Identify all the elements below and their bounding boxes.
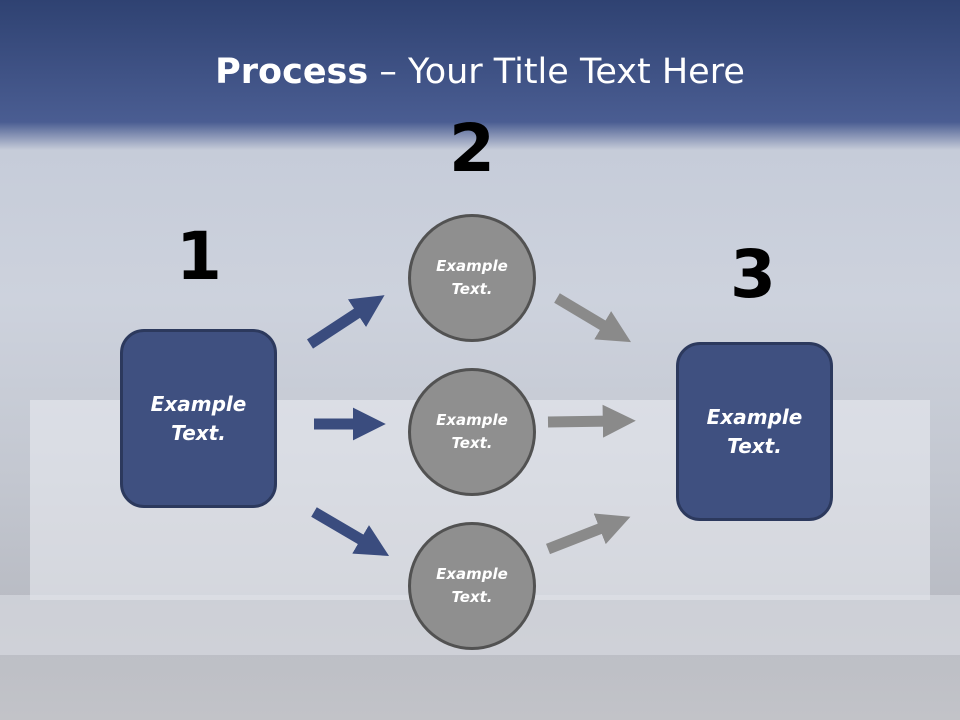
step-box-1: Example Text. bbox=[120, 329, 277, 508]
step-number-3: 3 bbox=[730, 236, 776, 313]
step-number-2: 2 bbox=[449, 110, 495, 187]
circle-top: Example Text. bbox=[408, 214, 536, 342]
arrow-up-right-icon bbox=[306, 295, 385, 349]
circle-middle: Example Text. bbox=[408, 368, 536, 496]
arrow-up-right-gray-icon bbox=[545, 513, 631, 555]
slide-title: Process – Your Title Text Here bbox=[0, 52, 960, 92]
step-number-1: 1 bbox=[176, 218, 222, 295]
title-rest: – Your Title Text Here bbox=[368, 52, 745, 92]
circle-bottom: Example Text. bbox=[408, 522, 536, 650]
step-box-3-text: Example Text. bbox=[706, 404, 803, 458]
step-box-1-text: Example Text. bbox=[150, 391, 247, 445]
circle-top-text: Example Text. bbox=[436, 257, 508, 298]
arrow-down-right-icon bbox=[311, 507, 390, 557]
title-bold: Process bbox=[215, 52, 369, 92]
circle-middle-text: Example Text. bbox=[436, 411, 508, 452]
step-box-3: Example Text. bbox=[676, 342, 833, 521]
arrow-down-right-gray-icon bbox=[554, 293, 632, 343]
circle-bottom-text: Example Text. bbox=[436, 565, 508, 606]
arrow-right-gray-icon bbox=[547, 404, 636, 438]
